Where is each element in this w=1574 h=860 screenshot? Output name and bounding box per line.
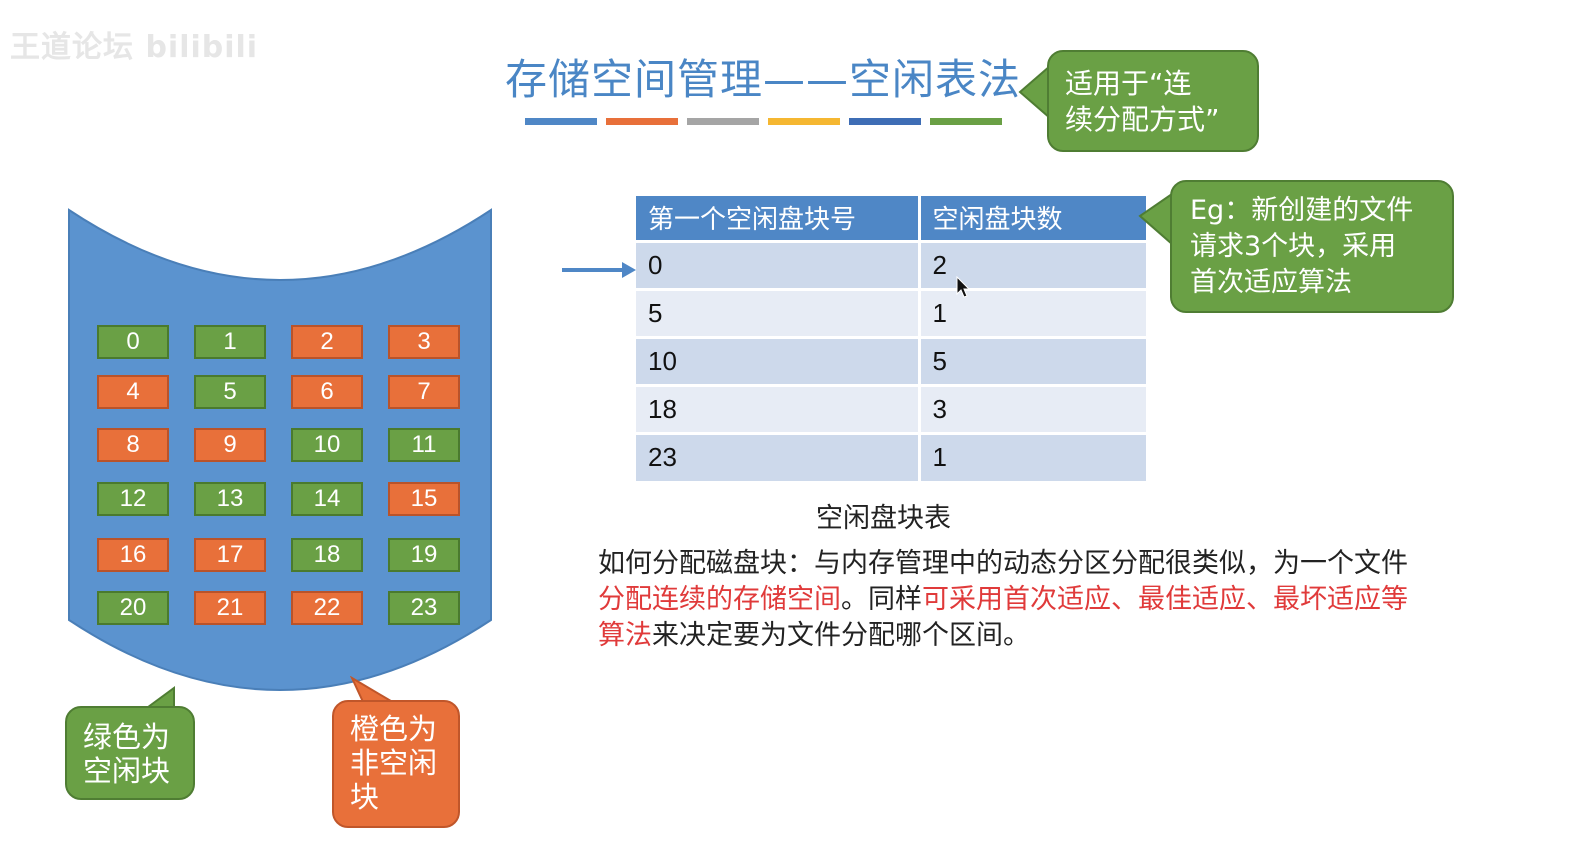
table-row: 18 3 (636, 383, 1146, 433)
callout-text: 绿色为 (83, 720, 171, 754)
callout-text: 橙色为 (350, 712, 438, 746)
disk-block-used: 2 (291, 325, 363, 359)
disk-block-free: 12 (97, 482, 169, 516)
disk-block-used: 15 (388, 482, 460, 516)
title-color-bar (768, 118, 840, 125)
disk-block-free: 19 (388, 538, 460, 572)
disk-block-free: 18 (291, 538, 363, 572)
table-cell: 5 (636, 287, 921, 337)
disk-block-used: 16 (97, 538, 169, 572)
table-cell: 2 (919, 239, 1146, 289)
table-cell: 5 (919, 335, 1146, 385)
table-header-row: 第一个空闲盘块号 空闲盘块数 (636, 196, 1146, 241)
title-color-bar (687, 118, 759, 125)
disk-block-free: 13 (194, 482, 266, 516)
slide-title: 存储空间管理——空闲表法 (505, 55, 1022, 104)
table-cell: 1 (919, 431, 1146, 481)
disk-block-free: 1 (194, 325, 266, 359)
table-row: 0 2 (636, 239, 1146, 289)
description-line: 如何分配磁盘块：与内存管理中的动态分区分配很类似，为一个文件 (598, 546, 1508, 582)
table-row: 10 5 (636, 335, 1146, 385)
callout-text: 首次适应算法 (1190, 267, 1352, 298)
description-highlight: 算法 (598, 620, 652, 651)
description-text: 如何分配磁盘块：与内存管理中的动态分区分配很类似，为一个文件 (598, 548, 1408, 579)
disk-block-free: 14 (291, 482, 363, 516)
table-cell: 1 (919, 287, 1146, 337)
disk-block-used: 22 (291, 591, 363, 625)
disk-block-used: 9 (194, 428, 266, 462)
title-color-bar (606, 118, 678, 125)
disk-block-used: 6 (291, 375, 363, 409)
disk-block-used: 8 (97, 428, 169, 462)
disk-block-used: 7 (388, 375, 460, 409)
callout-text: 适用于“连 (1065, 67, 1192, 100)
mouse-cursor-icon (956, 276, 971, 298)
disk-block-free: 23 (388, 591, 460, 625)
description-highlight: 分配连续的存储空间 (598, 584, 841, 615)
table-row: 5 1 (636, 287, 1146, 337)
description-text: 。同样 (841, 584, 922, 615)
column-header-free-block-count: 空闲盘块数 (919, 196, 1146, 241)
disk-cylinder (68, 208, 492, 691)
callout-text: 请求3个块，采用 (1190, 231, 1397, 262)
callout-text: Eg：新创建的文件 (1190, 195, 1414, 226)
column-header-first-free-block: 第一个空闲盘块号 (636, 196, 921, 241)
description-highlight: 可采用首次适应、最佳适应、最坏适应等 (922, 584, 1408, 615)
title-color-bar (849, 118, 921, 125)
arrow-right-icon (562, 262, 636, 278)
table-cell: 23 (636, 431, 921, 481)
callout-text: 非空闲 (350, 746, 438, 780)
callout-contiguous-allocation: 适用于“连 续分配方式” (1047, 50, 1259, 152)
callout-text: 续分配方式” (1065, 103, 1220, 136)
callout-pointer (1138, 192, 1174, 247)
table-cell: 10 (636, 335, 921, 385)
table-caption: 空闲盘块表 (816, 503, 951, 534)
title-color-bar (930, 118, 1002, 125)
table-cell: 0 (636, 239, 921, 289)
disk-block-free: 5 (194, 375, 266, 409)
disk-block-free: 10 (291, 428, 363, 462)
title-color-bar (525, 118, 597, 125)
disk-block-used: 17 (194, 538, 266, 572)
table-row: 23 1 (636, 431, 1146, 481)
disk-block-free: 20 (97, 591, 169, 625)
disk-block-free: 11 (388, 428, 460, 462)
callout-text: 块 (350, 780, 380, 814)
disk-block-free: 0 (97, 325, 169, 359)
description-line: 算法来决定要为文件分配哪个区间。 (598, 618, 1508, 654)
callout-green-free: 绿色为 空闲块 (65, 706, 195, 800)
callout-orange-used: 橙色为 非空闲 块 (332, 700, 460, 828)
description-line: 分配连续的存储空间。同样可采用首次适应、最佳适应、最坏适应等 (598, 582, 1508, 618)
disk-block-used: 21 (194, 591, 266, 625)
description-text: 来决定要为文件分配哪个区间。 (652, 620, 1030, 651)
callout-text: 空闲块 (83, 754, 171, 788)
disk-block-used: 3 (388, 325, 460, 359)
watermark: 王道论坛 bilibili (10, 30, 259, 65)
disk-block-used: 4 (97, 375, 169, 409)
table-cell: 3 (919, 383, 1146, 433)
callout-example-first-fit: Eg：新创建的文件 请求3个块，采用 首次适应算法 (1170, 180, 1454, 313)
free-block-table: 第一个空闲盘块号 空闲盘块数 0 2 5 1 10 5 18 3 23 1 (636, 196, 1146, 481)
description-paragraph: 如何分配磁盘块：与内存管理中的动态分区分配很类似，为一个文件 分配连续的存储空间… (598, 546, 1508, 654)
table-cell: 18 (636, 383, 921, 433)
